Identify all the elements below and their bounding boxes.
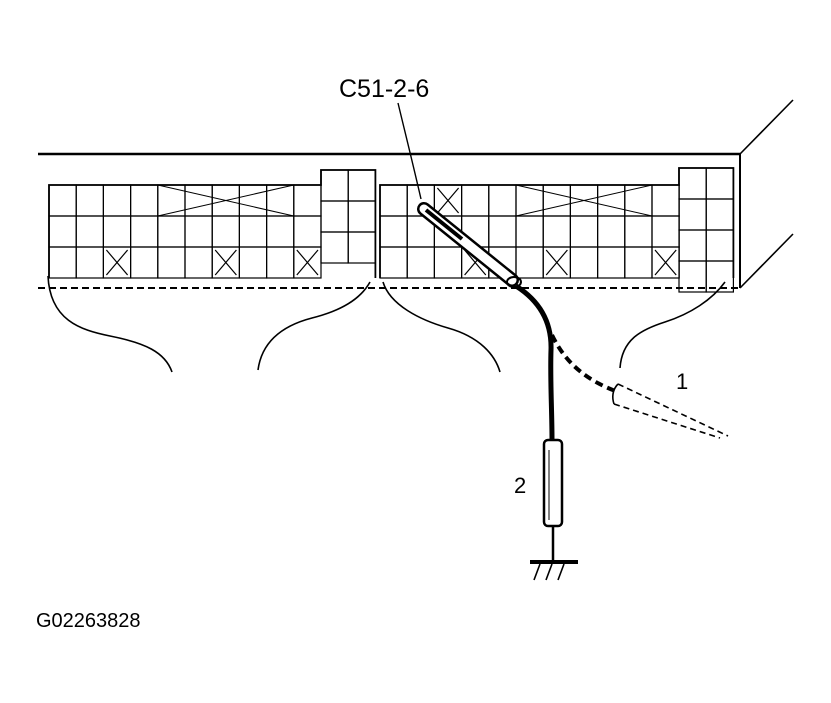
- unused-terminal-mark: [105, 249, 129, 276]
- terminal-cell: [379, 184, 408, 217]
- terminal-cell: [433, 246, 463, 279]
- terminal-block-outline: [379, 167, 735, 278]
- terminal-cell: [266, 184, 295, 217]
- terminal-cell: [320, 169, 349, 202]
- unused-terminal-mark: [296, 249, 319, 276]
- terminal-cell: [75, 184, 104, 217]
- probe-1: [550, 334, 729, 439]
- terminal-cell: [705, 229, 735, 262]
- terminal-cell: [238, 215, 268, 248]
- terminal-cell: [130, 184, 159, 217]
- terminal-cell: [542, 184, 572, 217]
- terminal-cell: [406, 246, 436, 279]
- terminal-cell: [678, 198, 707, 231]
- terminal-cell: [157, 215, 186, 248]
- terminal-cell: [379, 246, 408, 279]
- terminal-cell: [48, 215, 77, 248]
- terminal-cell: [651, 184, 680, 217]
- terminal-cell: [238, 246, 268, 279]
- terminal-cell: [184, 215, 213, 248]
- connector-housing: [38, 99, 794, 289]
- terminal-cell: [266, 246, 295, 279]
- figure-id-label: G02263828: [36, 610, 141, 632]
- terminal-cell: [542, 215, 572, 248]
- terminal-block-left: [48, 169, 377, 279]
- terminal-cell: [624, 184, 653, 217]
- terminal-block-right: [379, 167, 735, 293]
- terminal-cell: [624, 215, 653, 248]
- terminal-cell: [48, 246, 77, 279]
- connector-label: C51-2-6: [339, 75, 429, 103]
- terminal-cell: [488, 184, 517, 217]
- connector-leader-line: [397, 102, 422, 200]
- terminal-cell: [515, 184, 544, 217]
- terminal-cell: [347, 200, 377, 233]
- terminal-cell: [102, 215, 132, 248]
- terminal-cell: [596, 246, 626, 279]
- terminal-cell: [157, 184, 186, 217]
- terminal-cell: [320, 231, 349, 264]
- terminal-cell: [48, 184, 77, 217]
- terminal-cell: [596, 215, 626, 248]
- terminal-cell: [379, 215, 408, 248]
- terminal-block-outline: [48, 169, 377, 278]
- probe-2-label: 2: [514, 473, 526, 498]
- terminal-cell: [238, 184, 268, 217]
- probe-2: [417, 202, 578, 581]
- terminal-cell: [157, 246, 186, 279]
- terminal-cell: [515, 246, 544, 279]
- terminal-cell: [488, 215, 517, 248]
- terminal-cell: [705, 167, 735, 200]
- terminal-cell: [678, 229, 707, 262]
- terminal-cell: [102, 184, 132, 217]
- terminal-cell: [293, 215, 322, 248]
- terminal-cell: [596, 184, 626, 217]
- terminal-cell: [461, 184, 490, 217]
- terminal-cell: [569, 246, 599, 279]
- terminal-cell: [75, 246, 104, 279]
- probe-1-label: 1: [676, 369, 688, 394]
- harness-outline: [47, 275, 726, 373]
- terminal-cell: [569, 215, 599, 248]
- unused-terminal-mark: [545, 249, 568, 276]
- terminal-cell: [184, 246, 213, 279]
- terminal-cell: [130, 215, 159, 248]
- unused-terminal-mark: [157, 184, 294, 217]
- terminal-cell: [320, 200, 349, 233]
- terminal-cell: [651, 215, 680, 248]
- unused-terminal-mark: [515, 184, 653, 217]
- terminal-cell: [347, 169, 377, 202]
- terminal-cell: [624, 246, 653, 279]
- terminal-cell: [705, 198, 735, 231]
- terminal-cell: [678, 167, 707, 200]
- terminal-cell: [347, 231, 377, 264]
- unused-terminal-mark: [654, 249, 677, 276]
- terminal-cell: [75, 215, 104, 248]
- terminal-cell: [293, 184, 322, 217]
- unused-terminal-mark: [214, 249, 237, 276]
- terminal-cell: [211, 215, 240, 248]
- terminal-cell: [266, 215, 295, 248]
- terminal-cell: [515, 215, 544, 248]
- unused-terminal-mark: [436, 187, 460, 214]
- terminal-cell: [184, 184, 213, 217]
- terminal-cell: [130, 246, 159, 279]
